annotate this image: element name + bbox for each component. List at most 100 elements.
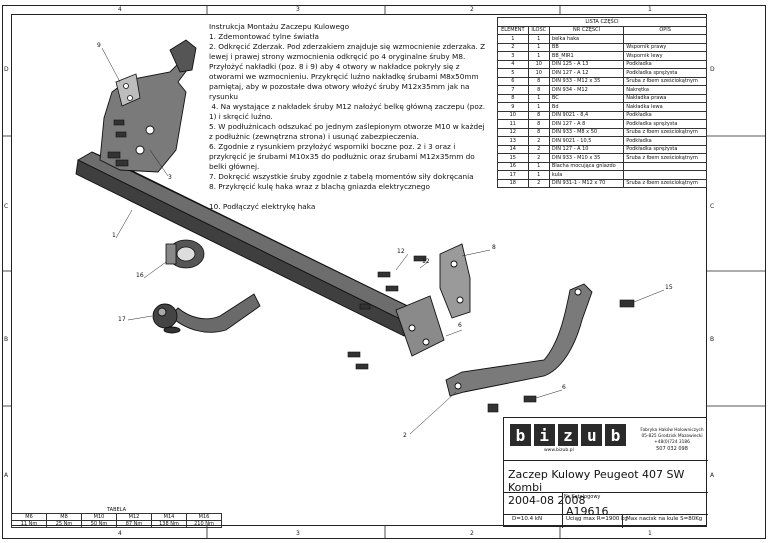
part-desc: Śruba z łbem sześciokątnym [623,127,707,137]
product-line-1: Zaczep Kulowy Peugeot 407 SW Kombi [508,468,685,494]
ball-neck [152,293,261,334]
ruler-top-4: 4 [118,6,122,13]
part-element: 15 [497,153,529,163]
part-number: DIN 127 - A 8 [548,119,625,129]
torque-size: M16 [186,513,222,521]
part-desc [623,170,707,180]
part-element: 11 [497,119,529,129]
part-number: DIN 127 - A 10 [548,144,625,154]
instruction-step: 1. Zdemontować tylne światła [209,32,320,41]
part-number: DIN 931-1 - M12 x 70 [548,178,625,188]
torque-value: 138 Nm [151,520,187,528]
part-number: belka haka [548,34,625,44]
part-number: DIN 933 - M10 x 35 [548,153,625,163]
ruler-left-b: B [4,336,9,343]
torque-table: TABELA M6 M8 M10 M12 M14 M16 11 Nm 25 Nm… [11,507,222,528]
installation-instructions: Instrukcja Montażu Zaczepu Kulowego 1. Z… [209,22,489,212]
part-desc: Nakładka prawa [623,93,707,103]
torque-value: 50 Nm [81,520,117,528]
ruler-bottom-3: 3 [296,530,300,537]
instruction-step: 7. Dokręcić wszystkie śruby zgodnie z ta… [209,172,474,181]
logo-letter: b [605,424,626,446]
part-number: BB_MIR1 [548,51,625,61]
part-qty: 1 [527,51,550,61]
part-element: 17 [497,170,529,180]
ruler-top-1: 1 [648,6,652,13]
torque-size: M12 [116,513,152,521]
part-number: kula [548,170,625,180]
part-number: DIN 933 - M8 x 50 [548,127,625,137]
part-qty: 10 [527,68,550,78]
torque-value: 11 Nm [11,520,47,528]
ruler-top-2: 2 [470,6,474,13]
divider [562,492,563,528]
part-qty: 1 [527,102,550,112]
company-line: +48(0)724 3186 [654,440,690,445]
part-qty: 1 [527,161,550,171]
instructions-title: Instrukcja Montażu Zaczepu Kulowego [209,22,350,31]
part-desc: Nakrętka [623,85,707,95]
part-qty: 2 [527,136,550,146]
part-desc [623,34,707,44]
d-value: D=10.4 kN [512,516,543,522]
parts-header-qty: ILOŚĆ [527,25,550,35]
torque-value: 210 Nm [186,520,222,528]
catalog-number: A19616 [566,505,609,518]
inner-frame [11,14,707,526]
part-element: 7 [497,85,529,95]
ruler-right-c: C [710,203,715,210]
max-ball-load: Max nacisk na kule S=80Kg [626,516,703,522]
part-element: 12 [497,127,529,137]
max-towing-load: Uciąg max R=1900 kg [566,516,628,522]
ruler-bottom-2: 2 [470,530,474,537]
part-desc: Wspornik lewy [623,51,707,61]
callout-17: 17 [118,316,126,323]
part-element: 4 [497,59,529,69]
part-element: 2 [497,42,529,52]
ruler-bottom-1: 1 [648,530,652,537]
parts-header-desc: OPIS [623,25,707,35]
part-element: 3 [497,51,529,61]
callout-9: 9 [97,42,101,49]
part-desc: Nakładka lewa [623,102,707,112]
center-bolts [347,255,635,413]
left-plate [115,73,141,107]
logo-url: www.bizub.pl [544,448,574,453]
part-desc: Wspornik prawy [623,42,707,52]
part-qty: 8 [527,110,550,120]
instruction-step: 6. Zgodnie z rysunkiem przyłożyć wsporni… [209,142,478,171]
left-bolts [107,119,129,167]
part-element: 9 [497,102,529,112]
torque-size: M14 [151,513,187,521]
part-desc: Śruba z łbem sześciokątnym [623,76,707,86]
callout-8: 8 [492,244,496,251]
part-qty: 1 [527,42,550,52]
outer-frame [2,5,766,539]
part-number: Bd [548,102,625,112]
title-block: b i z u b www.bizub.pl Fabryka Haków Hol… [503,417,708,528]
product-name: Zaczep Kulowy Peugeot 407 SW Kombi 2004-… [508,468,706,507]
part-number: DIN 125 - A 13 [548,59,625,69]
divider [622,514,623,528]
part-qty: 2 [527,153,550,163]
torque-size: M6 [11,513,47,521]
ruler-left-c: C [4,203,9,210]
part-desc: Podkładka [623,136,707,146]
ruler-left-d: D [4,66,9,73]
torque-size: M8 [46,513,82,521]
part-number: DIN 934 - M12 [548,85,625,95]
product-line-2: 2004-08 2008 [508,494,586,507]
callout-2: 2 [403,432,407,439]
